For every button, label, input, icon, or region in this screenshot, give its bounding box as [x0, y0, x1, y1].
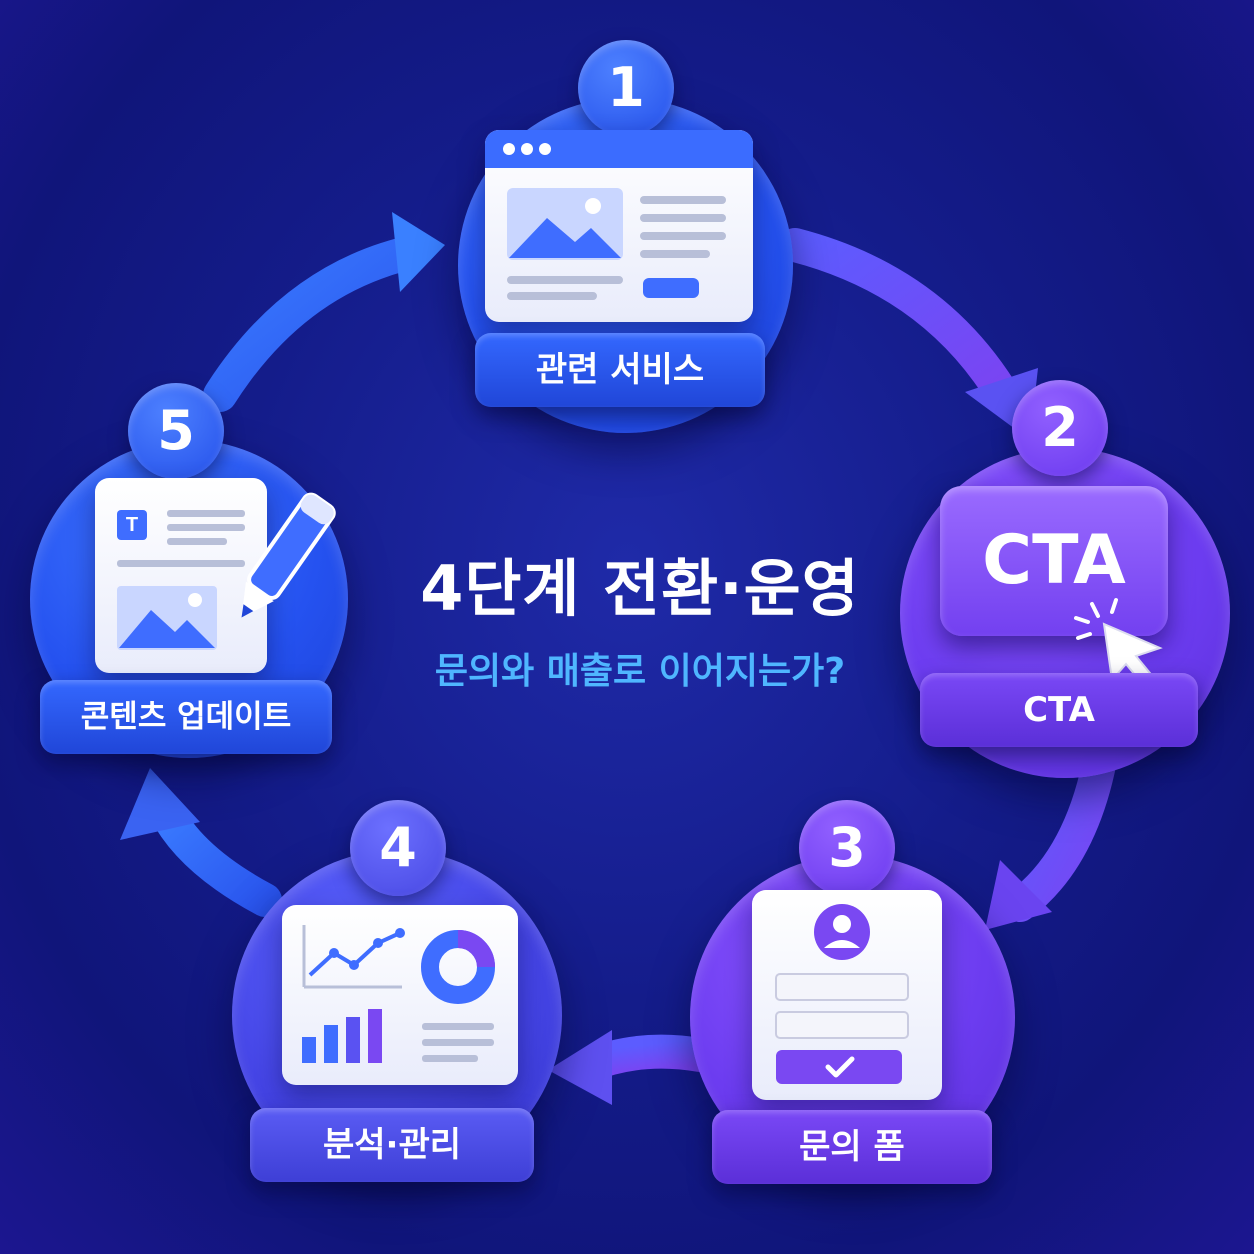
analytics-illustration: [302, 925, 495, 1063]
webpage-icon: [485, 130, 753, 322]
form-icon: [752, 890, 942, 1100]
webpage-illustration: [485, 130, 753, 300]
step-2-label: CTA: [920, 673, 1198, 747]
diagram-subtitle: 문의와 매출로 이어지는가?: [434, 651, 846, 692]
document-edit-icon: T: [95, 478, 267, 673]
arrow-3-to-4-head: [548, 1030, 612, 1105]
arrow-4-to-5-head: [120, 768, 200, 840]
step-4-number: 4: [350, 800, 446, 896]
arrow-5-to-1: [203, 238, 417, 412]
diagram-title: 4단계 전환·운영: [420, 552, 860, 625]
arrow-5-to-1-head: [392, 212, 445, 292]
document-illustration: [117, 510, 245, 650]
cursor-click-icon: [1074, 598, 1163, 688]
form-illustration: [775, 904, 909, 1084]
step-5-number: 5: [128, 383, 224, 479]
step-1-label: 관련 서비스: [475, 333, 765, 407]
step-1-number: 1: [578, 40, 674, 136]
step-3-number: 3: [799, 800, 895, 896]
pencil-icon: [241, 492, 336, 618]
step-4-label: 분석·관리: [250, 1108, 534, 1182]
document-badge: T: [125, 514, 139, 536]
step-3-label: 문의 폼: [712, 1110, 992, 1184]
arrow-1-to-2: [778, 228, 1017, 407]
step-2-number: 2: [1012, 380, 1108, 476]
step-5-label: 콘텐츠 업데이트: [40, 680, 332, 754]
arrow-2-to-3-head: [985, 860, 1052, 930]
cta-button-icon: CTA: [940, 486, 1168, 636]
analytics-icon: [282, 905, 518, 1085]
arrow-2-to-3: [1003, 743, 1117, 922]
